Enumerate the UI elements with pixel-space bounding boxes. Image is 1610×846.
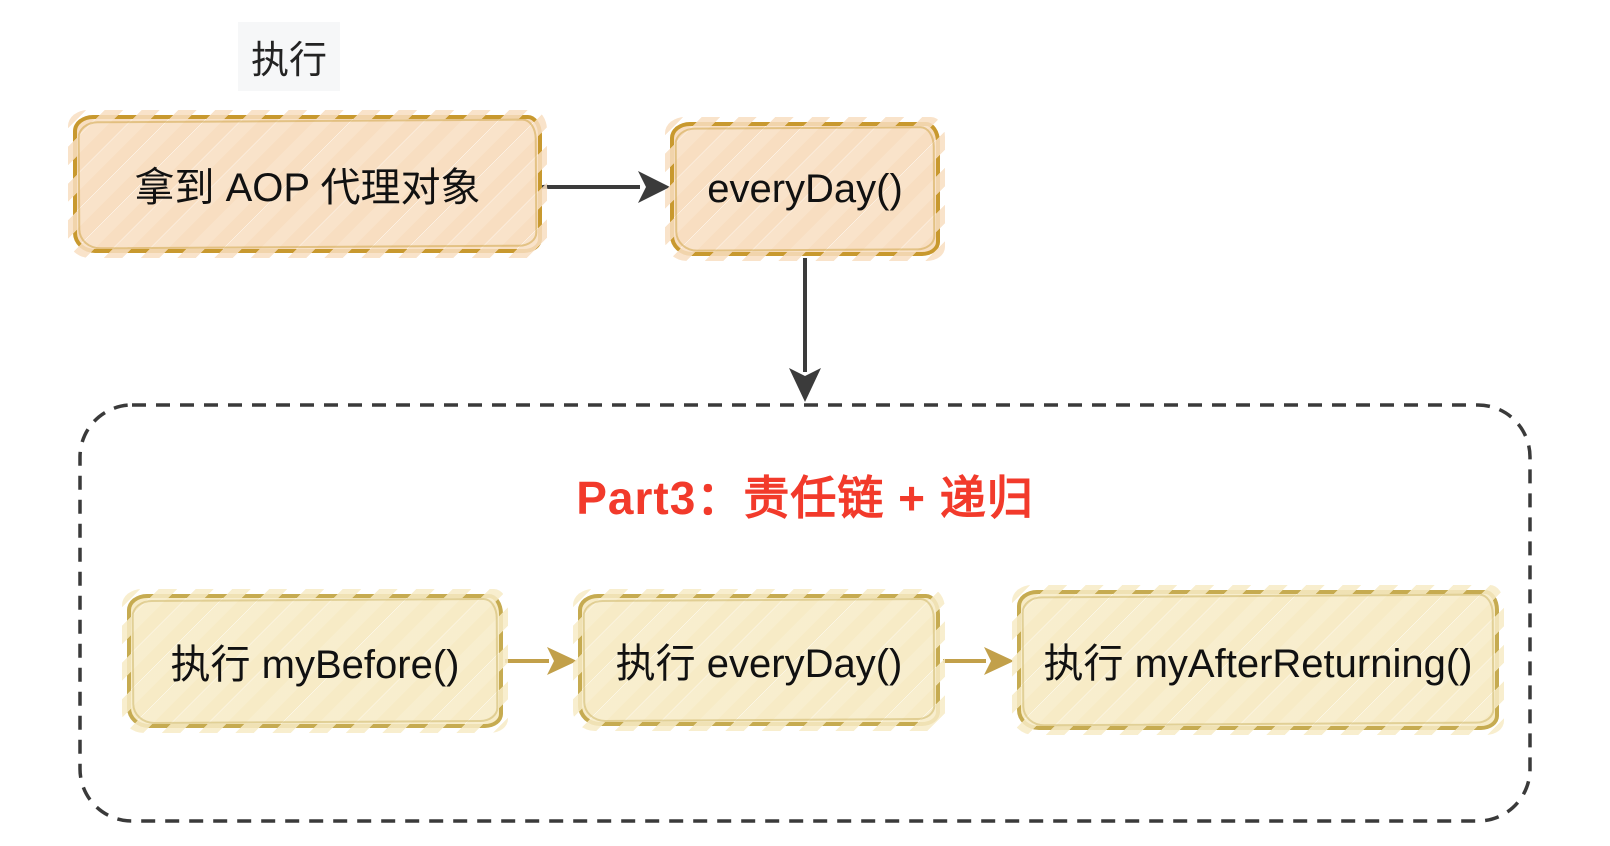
step-box-myafterreturning: 执行 myAfterReturning() — [1012, 585, 1504, 735]
flow-arrow-down-head — [789, 368, 821, 402]
exec-label: 执行 — [238, 22, 341, 91]
part3-title: Part3：责任链 + 递归 — [576, 472, 1034, 524]
step-arrow-2-head — [984, 647, 1014, 675]
everyday-box: everyDay() — [665, 117, 945, 261]
step-box-everyday: 执行 everyDay() — [573, 589, 945, 731]
step-box-mybefore: 执行 myBefore() — [122, 589, 508, 733]
proxy-object-box: 拿到 AOP 代理对象 — [68, 110, 547, 258]
